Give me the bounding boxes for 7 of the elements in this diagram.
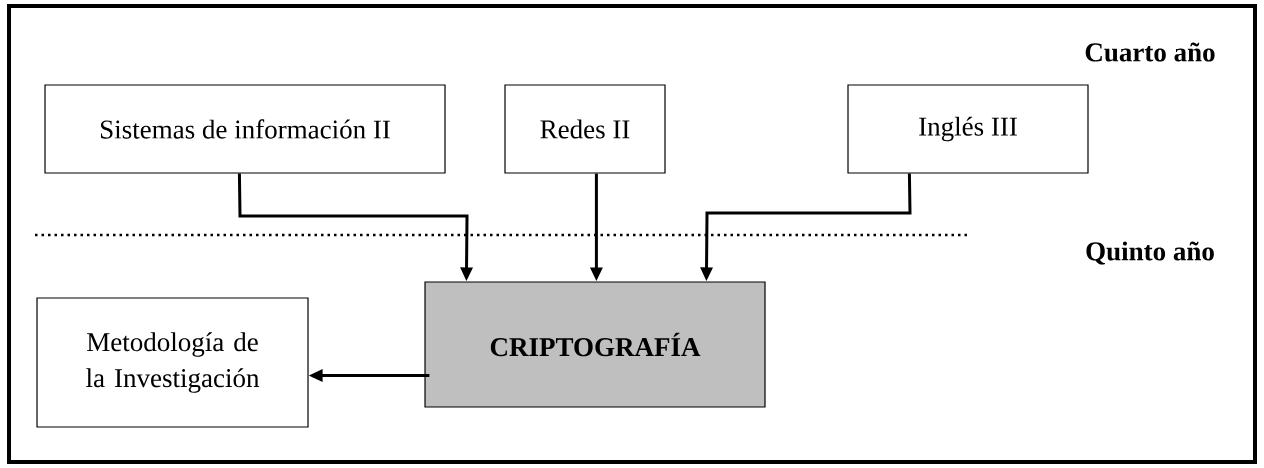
subject-box: Sistemas de información II: [44, 84, 446, 174]
subject-box: Redes II: [504, 84, 666, 174]
subject-box: CRIPTOGRAFÍA: [424, 281, 766, 408]
subject-box: Metodología de la Investigación: [36, 297, 309, 428]
year-label: Quinto año: [1086, 241, 1214, 265]
year-label: Cuarto año: [1085, 42, 1215, 62]
subject-box: Inglés III: [847, 84, 1089, 174]
